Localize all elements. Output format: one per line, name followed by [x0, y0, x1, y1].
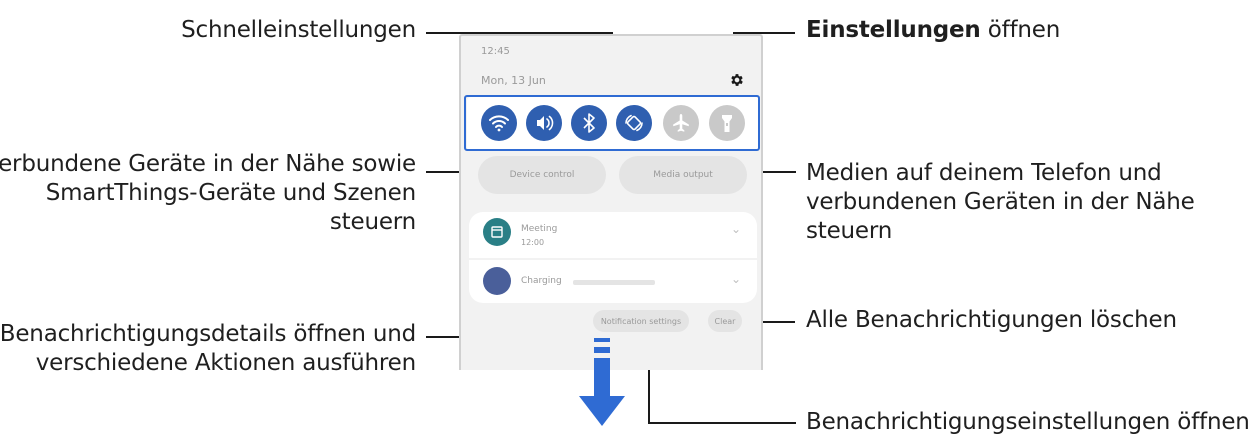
panel-time: 12:45	[481, 46, 510, 57]
quick-settings-panel	[467, 97, 759, 151]
gear-icon[interactable]	[729, 72, 745, 88]
label-device-control-line3: steuern	[329, 209, 416, 235]
chevron-down-icon[interactable]: ⌄	[731, 272, 742, 286]
notification-divider	[469, 258, 757, 260]
notification-panel: 12:45 Mon, 13 Jun	[459, 34, 763, 370]
notification-settings-button[interactable]: Notification settings	[593, 310, 689, 332]
label-open-settings-bold: Einstellungen	[806, 17, 981, 43]
swipe-down-arrow-icon	[579, 338, 625, 426]
leader-quick-settings-h	[426, 32, 613, 34]
label-clear-all: Alle Benachrichtigungen löschen	[806, 307, 1177, 333]
label-notification-details-line2: verschiedene Aktionen ausführen	[35, 350, 416, 376]
label-open-settings: Einstellungen öffnen	[806, 16, 1060, 45]
notification-1-title[interactable]: Meeting	[521, 224, 558, 234]
leader-clear-all	[733, 321, 795, 323]
label-notification-details-line1: Benachrichtigungsdetails öffnen und	[0, 321, 416, 347]
notification-card: Meeting 12:00 ⌄ Charging ⌄	[469, 212, 757, 303]
label-device-control: Verbundene Geräte in der Nähe sowie Smar…	[0, 150, 416, 237]
label-media-output: Medien auf deinem Telefon und verbundene…	[806, 159, 1195, 246]
label-notification-settings: Benachrichtigungseinstellungen öffnen	[806, 409, 1250, 435]
leader-open-settings-h	[733, 32, 795, 34]
notification-1-subtitle: 12:00	[521, 238, 545, 247]
bluetooth-tile[interactable]	[571, 105, 607, 141]
auto-rotate-tile[interactable]	[616, 105, 652, 141]
airplane-mode-tile[interactable]	[663, 105, 699, 141]
label-media-output-line2: verbundenen Geräten in der Nähe	[806, 189, 1195, 215]
media-output-button[interactable]: Media output	[619, 156, 747, 194]
clear-button[interactable]: Clear	[708, 310, 742, 332]
device-control-button[interactable]: Device control	[478, 156, 606, 194]
calendar-icon[interactable]	[483, 218, 511, 246]
label-device-control-line1: Verbundene Geräte in der Nähe sowie	[0, 151, 416, 177]
label-media-output-line1: Medien auf deinem Telefon und	[806, 160, 1162, 186]
label-device-control-line2: SmartThings-Geräte und Szenen	[45, 180, 416, 206]
chevron-down-icon[interactable]: ⌄	[731, 222, 742, 236]
sound-tile[interactable]	[526, 105, 562, 141]
label-open-settings-rest: öffnen	[980, 17, 1061, 43]
label-quick-settings: Schnelleinstellungen	[181, 17, 416, 43]
flashlight-tile[interactable]	[709, 105, 745, 141]
label-notification-details: Benachrichtigungsdetails öffnen und vers…	[0, 320, 416, 378]
quick-settings-highlight	[464, 95, 760, 151]
label-media-output-line3: steuern	[806, 218, 893, 244]
notification-2-title[interactable]: Charging	[521, 276, 562, 286]
charging-icon[interactable]	[483, 267, 511, 295]
leader-notification-settings-v	[648, 322, 650, 424]
panel-date: Mon, 13 Jun	[481, 74, 546, 87]
wifi-tile[interactable]	[481, 105, 517, 141]
leader-notification-settings-h	[648, 422, 796, 424]
notification-2-placeholder-text	[573, 280, 655, 285]
